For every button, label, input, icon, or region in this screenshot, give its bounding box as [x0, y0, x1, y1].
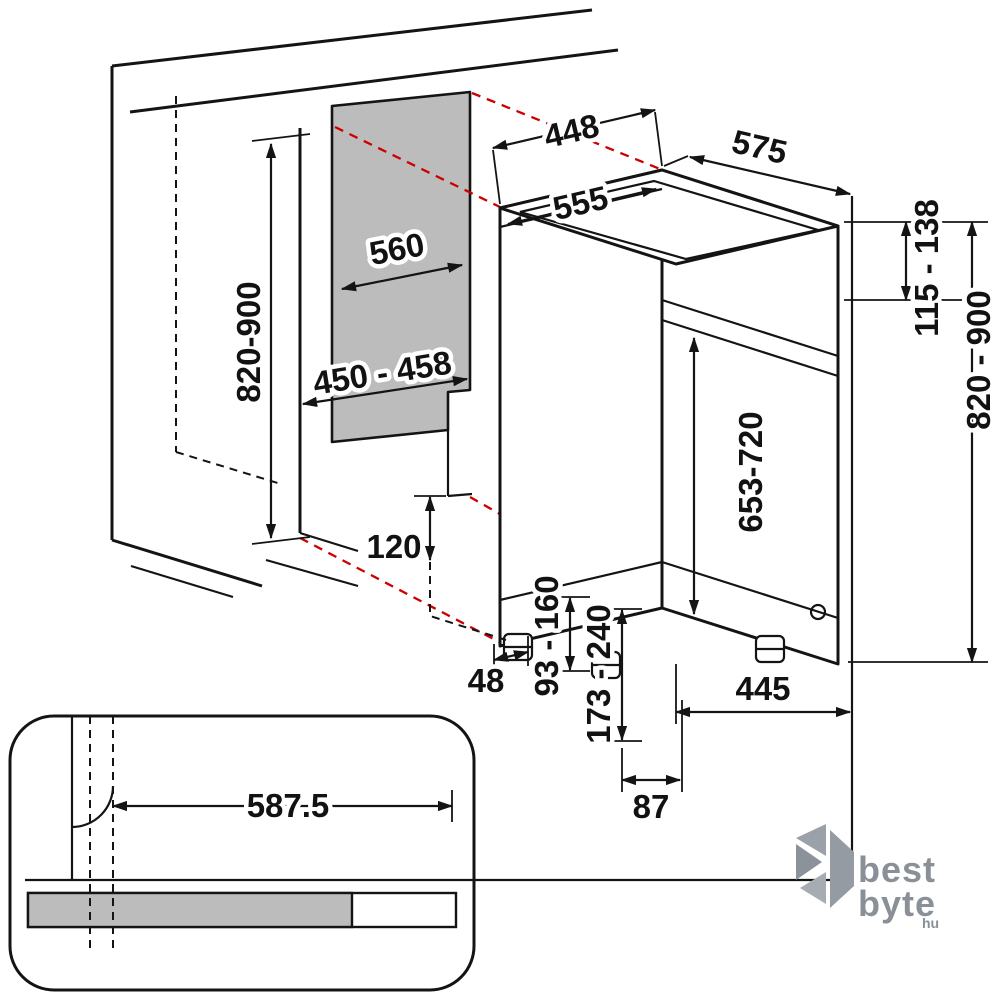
floor-line: [130, 564, 234, 599]
plinth-recess-hidden-line: [429, 562, 507, 641]
dimension-label-plinth-recess: 120: [366, 528, 421, 565]
dimension-line-560: [340, 262, 464, 292]
dimension-line-450-458: [301, 376, 469, 407]
logo-mark-icon: [830, 830, 854, 908]
dimension-label-top-clearance: 115 - 138: [908, 199, 945, 337]
plinth-bar-gray: [26, 891, 354, 929]
watermark-logo: best byte hu: [796, 824, 939, 931]
dimension-label-niche-height: 820-900: [230, 281, 267, 402]
alignment-guide-red-dashed: [299, 536, 506, 647]
extension-line: [492, 149, 501, 205]
door-seam-line: [661, 318, 839, 378]
dimension-line-575: [688, 155, 852, 196]
logo-text-hu: hu: [922, 915, 939, 931]
logo-text-byte: byte: [858, 883, 936, 924]
extension-line: [251, 536, 311, 545]
dimension-label-foot-inset: 48: [468, 662, 505, 699]
cabinet-niche: [110, 66, 473, 599]
dimension-line-448: [491, 108, 657, 150]
dimension-label-575: 575: [729, 123, 791, 171]
countertop-edge-line: [111, 8, 593, 68]
logo-mark-icon: [800, 872, 826, 904]
countertop-edge-line: [129, 48, 619, 114]
plinth-notch-line: [447, 492, 473, 498]
floor-line: [111, 538, 263, 588]
dimension-label-448: 448: [540, 107, 602, 155]
dimension-label-plinth-min: 93 - 160: [528, 575, 565, 696]
logo-mark-icon: [796, 844, 822, 880]
door-seam-line: [661, 298, 839, 358]
rear-roller-circle: [809, 603, 827, 621]
dimension-label-rear-foot-offset: 87: [633, 788, 670, 825]
hidden-floor-dashed-line: [175, 451, 282, 485]
dimension-label-587: 587.5: [247, 787, 330, 824]
detail-callout-box: [8, 714, 476, 992]
niche-floor-edge-line: [299, 531, 359, 553]
dimension-label-door-height: 653-720: [732, 411, 769, 532]
dimension-label-overall-height: 820 - 900: [960, 290, 997, 429]
plinth-detail-box: 587.5: [8, 196, 854, 992]
plinth-step-line: [265, 558, 359, 588]
dimension-line-foot-inset: [492, 650, 530, 662]
dimension-label-feet-spacing: 445: [735, 670, 790, 707]
countertop-lines: [111, 8, 619, 114]
dimension-label-plinth-max: 173 - 240: [580, 604, 617, 743]
extension-line: [251, 133, 311, 142]
kickplate-line-front: [499, 560, 663, 602]
extension-line: [654, 111, 663, 167]
alignment-guide-red-dashed: [334, 125, 501, 209]
dimension-line-555: [506, 187, 658, 226]
extension-line: [663, 155, 689, 167]
logo-mark-icon: [796, 824, 826, 856]
logo-text-best: best: [858, 849, 936, 890]
